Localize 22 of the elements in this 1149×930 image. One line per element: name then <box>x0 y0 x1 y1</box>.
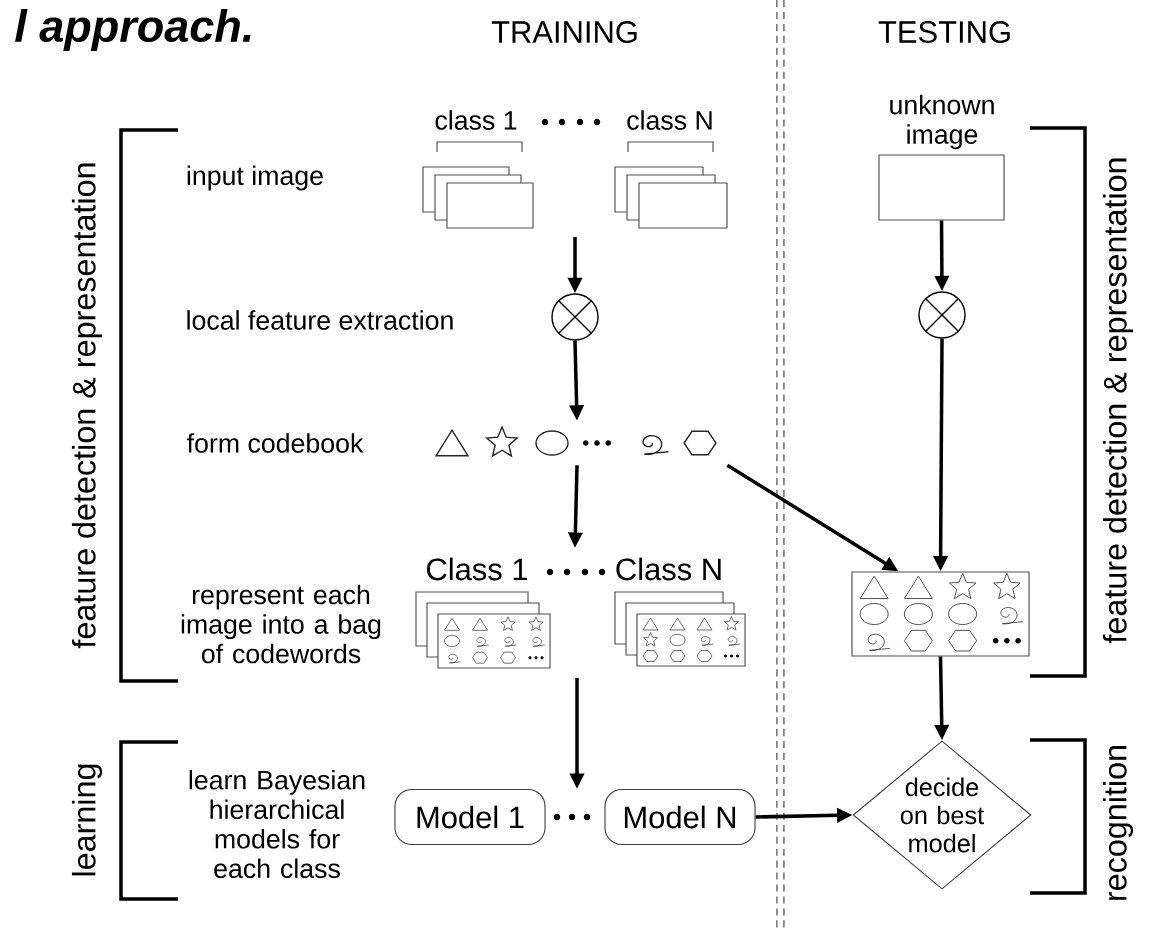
step-label: form codebook <box>187 433 364 453</box>
stage-label: feature detection & representation <box>71 163 103 649</box>
step-label: input image <box>187 165 323 191</box>
class-label: class N <box>627 110 712 130</box>
step-label: represent each image into a bag of codewords <box>181 584 381 664</box>
stage-label: learning <box>71 764 103 876</box>
stage-label: recognition <box>1102 746 1134 900</box>
model-box: Model N <box>604 788 756 846</box>
class-label: Class 1 <box>427 557 528 581</box>
column-heading: TRAINING <box>491 21 637 43</box>
step-label: local feature extraction <box>187 310 453 330</box>
column-heading: TESTING <box>878 21 1010 43</box>
class-label: Class N <box>616 557 721 581</box>
crossed-circle <box>551 293 599 341</box>
codeword-box <box>851 571 1030 657</box>
model-box: Model 1 <box>394 788 546 846</box>
title: l approach. <box>15 9 251 51</box>
stage-label: feature detection & representation <box>1102 158 1134 644</box>
step-label: learn Bayesian hierarchical models for each class <box>189 769 365 879</box>
crossed-circle <box>918 291 966 339</box>
class-label: class 1 <box>435 110 517 130</box>
image-label: unknown image <box>890 94 994 150</box>
